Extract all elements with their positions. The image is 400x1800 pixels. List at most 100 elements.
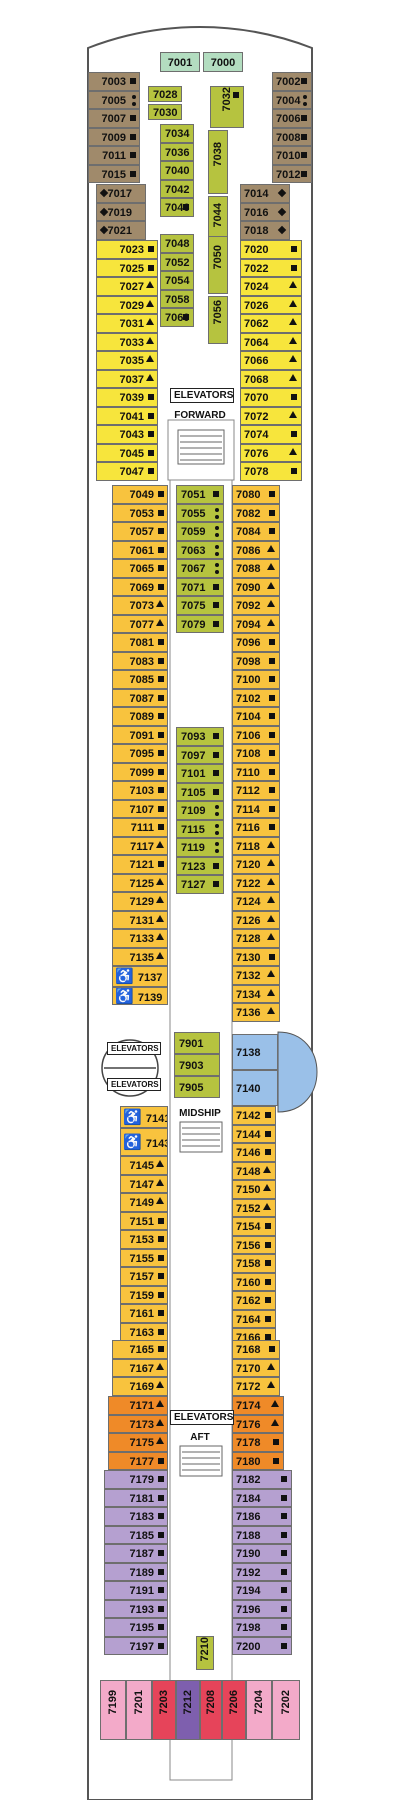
cabin-7067[interactable]: 7067	[176, 559, 224, 578]
cabin-7064[interactable]: 7064	[240, 332, 302, 351]
cabin-7046[interactable]: 7046	[160, 198, 194, 217]
cabin-7020[interactable]: 7020	[240, 240, 302, 259]
cabin-7049[interactable]: 7049	[112, 485, 168, 504]
cabin-7144[interactable]: 7144	[232, 1124, 276, 1143]
cabin-7088[interactable]: 7088	[232, 559, 280, 578]
cabin-7186[interactable]: 7186	[232, 1507, 292, 1526]
cabin-7194[interactable]: 7194	[232, 1581, 292, 1600]
cabin-7038[interactable]: 7038	[208, 130, 228, 194]
cabin-7134[interactable]: 7134	[232, 984, 280, 1003]
cabin-7148[interactable]: 7148	[232, 1161, 276, 1180]
cabin-7183[interactable]: 7183	[104, 1507, 168, 1526]
cabin-7098[interactable]: 7098	[232, 651, 280, 670]
cabin-7054[interactable]: 7054	[160, 271, 194, 290]
cabin-7191[interactable]: 7191	[104, 1581, 168, 1600]
cabin-7136[interactable]: 7136	[232, 1003, 280, 1022]
cabin-7174[interactable]: 7174	[232, 1396, 284, 1415]
cabin-7029[interactable]: 7029	[96, 295, 158, 314]
cabin-7060[interactable]: 7060	[160, 308, 194, 327]
cabin-7034[interactable]: 7034	[160, 124, 194, 143]
cabin-7126[interactable]: 7126	[232, 910, 280, 929]
cabin-7105[interactable]: 7105	[176, 782, 224, 801]
cabin-7110[interactable]: 7110	[232, 762, 280, 781]
cabin-7188[interactable]: 7188	[232, 1525, 292, 1544]
cabin-7130[interactable]: 7130	[232, 947, 280, 966]
cabin-7097[interactable]: 7097	[176, 745, 224, 764]
cabin-7125[interactable]: 7125	[112, 873, 168, 892]
cabin-7199[interactable]: 7199	[100, 1680, 126, 1740]
cabin-7156[interactable]: 7156	[232, 1235, 276, 1254]
cabin-7051[interactable]: 7051	[176, 485, 224, 504]
cabin-7127[interactable]: 7127	[176, 875, 224, 894]
cabin-7184[interactable]: 7184	[232, 1488, 292, 1507]
cabin-7039[interactable]: 7039	[96, 388, 158, 407]
cabin-7200[interactable]: 7200	[232, 1636, 292, 1655]
cabin-7000[interactable]: 7000	[203, 52, 243, 72]
cabin-7128[interactable]: 7128	[232, 929, 280, 948]
cabin-7004[interactable]: 7004	[272, 90, 312, 109]
cabin-7198[interactable]: 7198	[232, 1618, 292, 1637]
cabin-7202[interactable]: 7202	[272, 1680, 300, 1740]
cabin-7173[interactable]: 7173	[108, 1414, 168, 1433]
cabin-7145[interactable]: 7145	[120, 1156, 168, 1175]
cabin-7142[interactable]: 7142	[232, 1106, 276, 1125]
cabin-7185[interactable]: 7185	[104, 1525, 168, 1544]
cabin-7001[interactable]: 7001	[160, 52, 200, 72]
cabin-7012[interactable]: 7012	[272, 164, 312, 183]
cabin-7008[interactable]: 7008	[272, 127, 312, 146]
cabin-7002[interactable]: 7002	[272, 72, 312, 91]
cabin-7106[interactable]: 7106	[232, 725, 280, 744]
cabin-7045[interactable]: 7045	[96, 443, 158, 462]
cabin-7019[interactable]: 7019	[96, 202, 146, 221]
cabin-7017[interactable]: 7017	[96, 184, 146, 203]
cabin-7007[interactable]: 7007	[88, 109, 140, 128]
cabin-7015[interactable]: 7015	[88, 164, 140, 183]
cabin-7086[interactable]: 7086	[232, 540, 280, 559]
cabin-7149[interactable]: 7149	[120, 1193, 168, 1212]
cabin-7022[interactable]: 7022	[240, 258, 302, 277]
cabin-7081[interactable]: 7081	[112, 633, 168, 652]
cabin-7138[interactable]: 7138	[232, 1034, 278, 1070]
cabin-7057[interactable]: 7057	[112, 522, 168, 541]
cabin-7901[interactable]: 7901	[174, 1032, 220, 1054]
cabin-7203[interactable]: 7203	[152, 1680, 176, 1740]
cabin-7085[interactable]: 7085	[112, 670, 168, 689]
cabin-7170[interactable]: 7170	[232, 1358, 280, 1377]
cabin-7167[interactable]: 7167	[112, 1358, 168, 1377]
cabin-7151[interactable]: 7151	[120, 1211, 168, 1230]
cabin-7078[interactable]: 7078	[240, 462, 302, 481]
cabin-7168[interactable]: 7168	[232, 1340, 280, 1359]
cabin-7005[interactable]: 7005	[88, 90, 140, 109]
cabin-7094[interactable]: 7094	[232, 614, 280, 633]
cabin-7104[interactable]: 7104	[232, 707, 280, 726]
cabin-7108[interactable]: 7108	[232, 744, 280, 763]
cabin-7159[interactable]: 7159	[120, 1285, 168, 1304]
cabin-7018[interactable]: 7018	[240, 221, 290, 240]
cabin-7192[interactable]: 7192	[232, 1562, 292, 1581]
cabin-7024[interactable]: 7024	[240, 277, 302, 296]
cabin-7201[interactable]: 7201	[126, 1680, 152, 1740]
cabin-7100[interactable]: 7100	[232, 670, 280, 689]
cabin-7152[interactable]: 7152	[232, 1198, 276, 1217]
cabin-7096[interactable]: 7096	[232, 633, 280, 652]
cabin-7074[interactable]: 7074	[240, 425, 302, 444]
cabin-7107[interactable]: 7107	[112, 799, 168, 818]
cabin-7090[interactable]: 7090	[232, 577, 280, 596]
cabin-7165[interactable]: 7165	[112, 1340, 168, 1359]
cabin-7075[interactable]: 7075	[176, 596, 224, 615]
cabin-7157[interactable]: 7157	[120, 1267, 168, 1286]
cabin-7187[interactable]: 7187	[104, 1544, 168, 1563]
cabin-7143[interactable]: ♿ 7143	[120, 1128, 168, 1156]
cabin-7080[interactable]: 7080	[232, 485, 280, 504]
cabin-7150[interactable]: 7150	[232, 1180, 276, 1199]
cabin-7117[interactable]: 7117	[112, 836, 168, 855]
cabin-7082[interactable]: 7082	[232, 503, 280, 522]
cabin-7006[interactable]: 7006	[272, 109, 312, 128]
cabin-7180[interactable]: 7180	[232, 1451, 284, 1470]
cabin-7182[interactable]: 7182	[232, 1470, 292, 1489]
cabin-7089[interactable]: 7089	[112, 707, 168, 726]
cabin-7178[interactable]: 7178	[232, 1433, 284, 1452]
cabin-7056[interactable]: 7056	[208, 296, 228, 344]
cabin-7206[interactable]: 7206	[222, 1680, 246, 1740]
cabin-7087[interactable]: 7087	[112, 688, 168, 707]
